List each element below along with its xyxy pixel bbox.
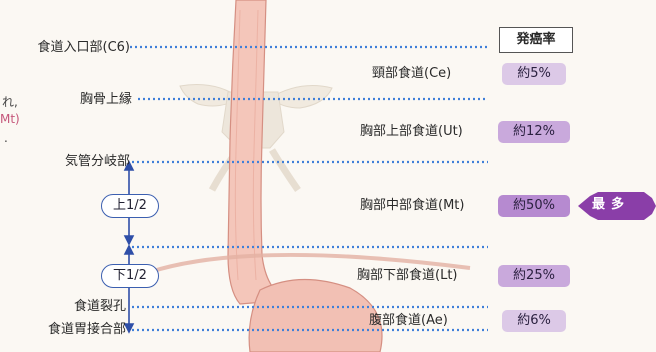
segment-name-ce: 頸部食道(Ce): [372, 66, 451, 82]
cut-text-3: .: [4, 131, 8, 145]
upper-half-label: 上1/2: [101, 194, 159, 218]
cut-text-2: Mt): [0, 112, 20, 126]
landmark-ej-junction: 食道胃接合部: [48, 322, 126, 338]
segment-name-ut: 胸部上部食道(Ut): [360, 124, 463, 140]
landmark-hiatus: 食道裂孔: [74, 299, 126, 315]
segment-name-ae: 腹部食道(Ae): [369, 313, 448, 329]
landmark-sternum: 胸骨上縁: [80, 92, 132, 108]
most-badge-label: 最多: [592, 193, 630, 212]
segment-name-lt: 胸部下部食道(Lt): [357, 268, 457, 284]
half-arrows: [125, 162, 133, 332]
landmark-entrance: 食道入口部(C6): [38, 40, 131, 56]
segment-name-mt: 胸部中部食道(Mt): [360, 198, 464, 214]
rate-pill-ut: 約12%: [498, 121, 570, 143]
incidence-header: 発癌率: [499, 27, 573, 53]
rate-pill-ae: 約6%: [502, 310, 566, 332]
lower-half-label: 下1/2: [101, 264, 159, 288]
cut-text-1: れ,: [2, 93, 18, 110]
landmark-bifurcation: 気管分岐部: [65, 154, 130, 170]
rate-pill-ce: 約5%: [502, 63, 566, 85]
rate-pill-mt: 約50%: [498, 195, 570, 217]
rate-pill-lt: 約25%: [498, 265, 570, 287]
